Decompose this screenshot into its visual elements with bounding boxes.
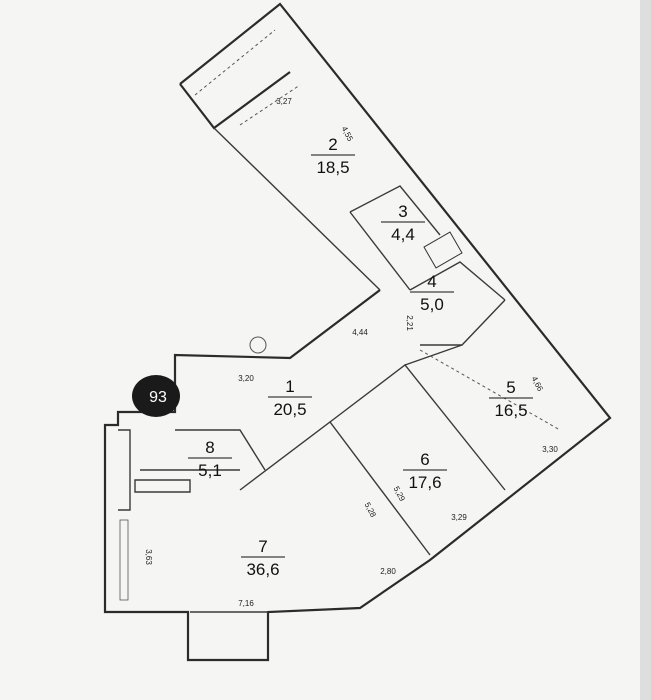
dimension-label: 3,29 xyxy=(451,513,467,522)
room-area: 5,1 xyxy=(198,461,222,480)
dimension-label: 2,80 xyxy=(380,567,396,576)
room-number: 3 xyxy=(398,202,407,221)
partitions xyxy=(118,29,561,613)
page-edge xyxy=(640,0,651,700)
dimension-label: 7,16 xyxy=(238,599,254,608)
room-area: 16,5 xyxy=(494,401,527,420)
room-label-2: 218,5 xyxy=(311,135,355,177)
fixtures xyxy=(119,231,463,601)
room-number: 1 xyxy=(285,377,294,396)
room-label-8: 85,1 xyxy=(188,438,232,480)
room-label-1: 120,5 xyxy=(268,377,312,419)
room-label-7: 736,6 xyxy=(241,537,285,579)
room-number: 2 xyxy=(328,135,337,154)
marker-text: 93 xyxy=(149,389,167,406)
dimension-label: 3,27 xyxy=(276,97,292,106)
room-label-4: 45,0 xyxy=(410,272,454,314)
dimension-label: 3,20 xyxy=(238,374,254,383)
room-number: 4 xyxy=(427,272,436,291)
room-area: 18,5 xyxy=(316,158,349,177)
room-area: 36,6 xyxy=(246,560,279,579)
room-area: 17,6 xyxy=(408,473,441,492)
room-label-5: 516,5 xyxy=(489,378,533,420)
area-marker: 93 xyxy=(132,375,180,417)
dimension-label: 4,44 xyxy=(352,328,368,337)
room-area: 20,5 xyxy=(273,400,306,419)
dimension-label: 3,63 xyxy=(144,549,153,565)
room-number: 5 xyxy=(506,378,515,397)
room-label-3: 34,4 xyxy=(381,202,425,244)
dimension-label: 3,30 xyxy=(542,445,558,454)
room-number: 8 xyxy=(205,438,214,457)
room-label-6: 617,6 xyxy=(403,450,447,492)
room-number: 7 xyxy=(258,537,267,556)
dimension-label: 2,21 xyxy=(405,315,414,331)
room-number: 6 xyxy=(420,450,429,469)
room-area: 4,4 xyxy=(391,225,415,244)
room-area: 5,0 xyxy=(420,295,444,314)
